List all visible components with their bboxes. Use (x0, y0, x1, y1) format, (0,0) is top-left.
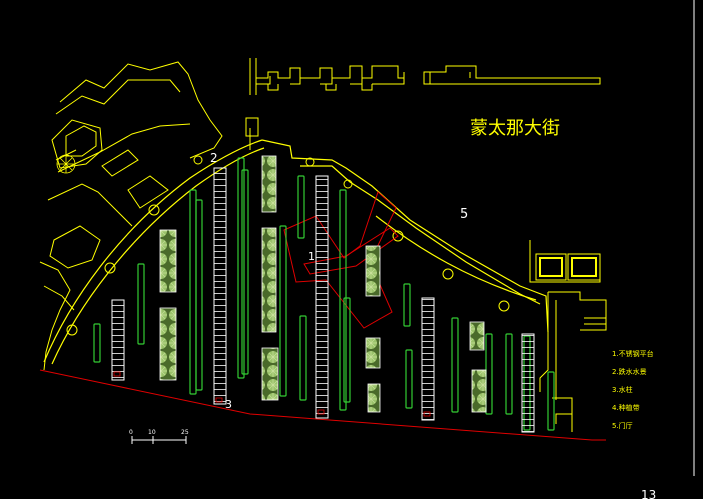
scale-tick-25: 25 (181, 429, 189, 436)
tree-grove (159, 229, 177, 293)
paved-walkway (315, 175, 329, 419)
planting-strip (505, 333, 513, 415)
paved-walkway (111, 299, 125, 381)
planting-strip (195, 199, 203, 391)
promenade-edge (43, 139, 549, 365)
tree-grove (261, 347, 279, 401)
planting-strip (547, 371, 555, 431)
north-building-outline (249, 58, 601, 95)
planting-strip (405, 349, 413, 409)
zone-label-3: 3 (225, 398, 232, 411)
planting-strips (93, 157, 555, 431)
street-name-label: 蒙太那大街 (470, 118, 560, 139)
tree-grove (261, 227, 277, 333)
tree-grove (365, 337, 381, 369)
planting-strip (93, 323, 101, 363)
legend-item-2: 2.跌水水景 (612, 367, 647, 376)
scale-bar: 0 10 25 (129, 429, 189, 444)
paved-walkway (213, 167, 227, 405)
legend-item-4: 4.种植带 (612, 403, 640, 412)
tree-grove (159, 307, 177, 381)
legend-item-3: 3.水柱 (612, 385, 633, 394)
scale-tick-0: 0 (129, 429, 133, 436)
west-building-outline (39, 61, 259, 371)
page-number: 13 (641, 488, 656, 499)
spiral-stair-icon (56, 154, 76, 174)
legend-item-5: 5.门厅 (612, 421, 633, 430)
planting-strip (403, 283, 411, 327)
zone-label-5: 5 (460, 207, 468, 222)
tree-grove (365, 245, 381, 297)
property-line (39, 369, 606, 441)
tree-grove (261, 155, 277, 213)
planting-strip (339, 189, 347, 411)
scale-tick-10: 10 (148, 429, 156, 436)
planting-strip (451, 317, 459, 413)
legend: 1.不锈钢平台 2.跌水水景 3.水柱 4.种植带 5.门厅 (612, 349, 654, 430)
planting-strip (279, 225, 287, 397)
fountain-markers (113, 371, 431, 417)
legend-item-1: 1.不锈钢平台 (612, 349, 654, 358)
tree-grove (367, 383, 381, 413)
east-building-outline (529, 240, 607, 432)
planting-strip (297, 175, 305, 239)
planting-strip (237, 157, 245, 379)
tree-grove (469, 321, 485, 351)
zone-label-1: 1 (308, 250, 315, 263)
tree-grove (471, 369, 487, 413)
planting-strip (299, 315, 307, 401)
paved-walkway (421, 297, 435, 421)
zone-label-2: 2 (210, 151, 218, 165)
paved-walkways (111, 167, 535, 433)
planting-strip (343, 297, 351, 403)
planting-strip (241, 169, 249, 375)
planting-strip (137, 263, 145, 345)
tree-groves (159, 155, 487, 413)
round-planters (66, 155, 510, 336)
paved-walkway (521, 333, 535, 433)
